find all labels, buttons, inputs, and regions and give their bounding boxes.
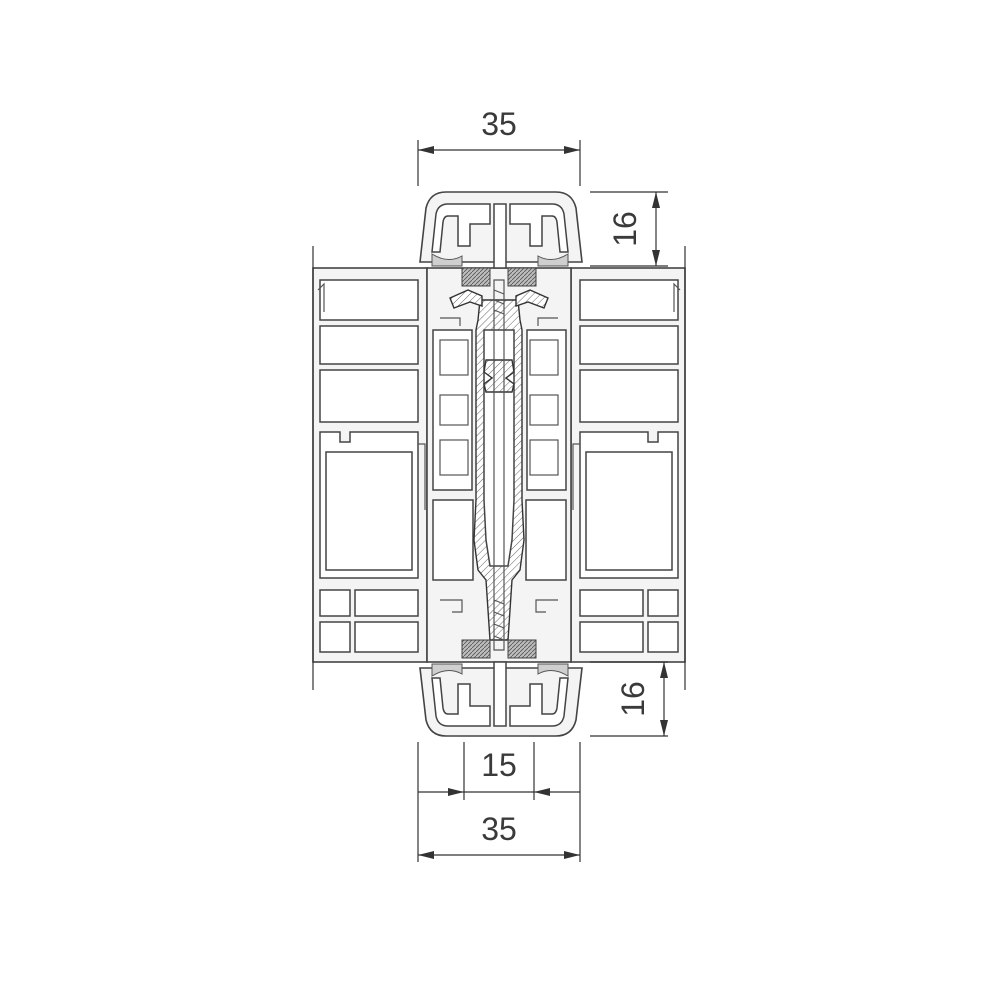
center-reinforcement-insert (449, 279, 549, 651)
bottom-inner-width-label: 15 (481, 747, 517, 783)
top-height-label: 16 (607, 211, 643, 247)
top-cover-cap (419, 191, 583, 269)
dimension-top-width: 35 (418, 106, 580, 154)
bottom-width-label: 35 (481, 811, 517, 847)
seal-gaskets (461, 267, 537, 659)
dimension-bottom-height: 16 (615, 662, 668, 736)
right-frame-profile (570, 267, 686, 663)
dimension-bottom-inner-width: 15 (418, 747, 580, 796)
bottom-cover-cap (419, 661, 583, 737)
dimension-top-height: 16 (607, 192, 660, 266)
extension-lines (312, 140, 686, 862)
left-frame-profile (312, 267, 428, 663)
top-width-label: 35 (481, 106, 517, 142)
dimension-bottom-width: 35 (418, 811, 580, 859)
bottom-height-label: 16 (615, 681, 651, 717)
